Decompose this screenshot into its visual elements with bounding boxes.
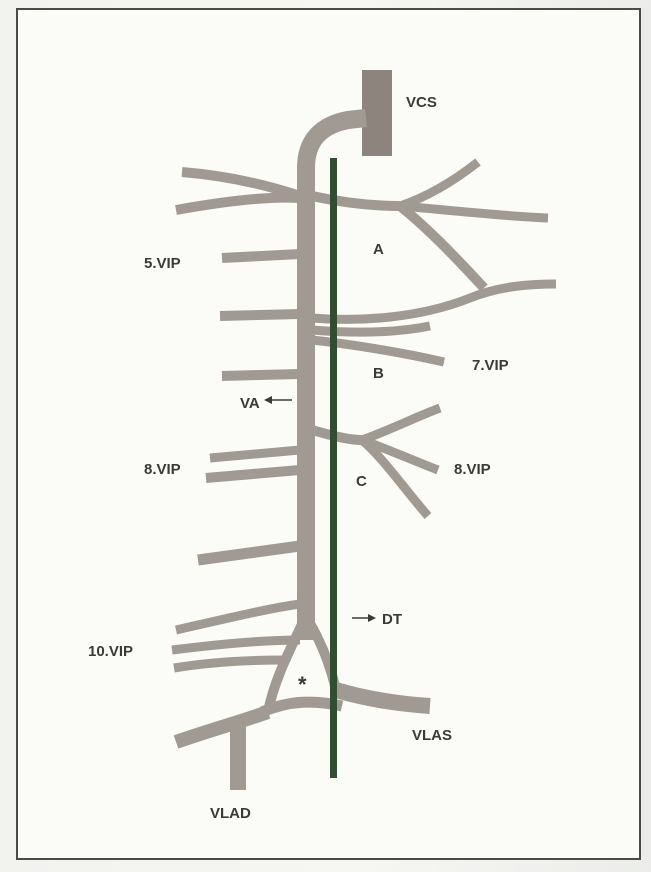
left-intercostal-vein-5 — [222, 254, 300, 258]
vcs-vessel — [362, 70, 392, 156]
thoracic-duct — [330, 158, 337, 778]
trunk-b-upper-vessel — [312, 284, 556, 319]
accessory-hemiazygos-trunk-a — [312, 196, 400, 206]
trunk-b-middle-vessel — [312, 326, 430, 332]
label-vcs: VCS — [406, 94, 437, 111]
ascending-lumbar-vein-left — [176, 712, 268, 742]
label-a: A — [373, 241, 384, 258]
label-dt: DT — [382, 611, 402, 628]
left-intercostal-vein-10a — [176, 604, 300, 630]
trunk-a-upper-branch — [400, 162, 478, 206]
label-5-vip: 5.VIP — [144, 255, 181, 272]
label-vlad: VLAD — [210, 805, 251, 822]
vlas-vessel — [336, 690, 430, 706]
label-confluence-star: * — [298, 672, 307, 697]
left-intercostal-vein-6 — [220, 314, 300, 316]
left-intercostal-vein-2 — [176, 198, 300, 210]
left-intercostal-vein-8a — [210, 450, 300, 458]
label-8-vip-right: 8.VIP — [454, 461, 491, 478]
trunk-c-upper-branch — [362, 408, 440, 440]
label-va: VA — [240, 395, 260, 412]
left-intercostal-vein-8b — [206, 470, 300, 478]
left-intercostal-vein-10b — [172, 640, 300, 650]
dt-arrowhead — [368, 614, 376, 622]
va-arrowhead — [264, 396, 272, 404]
left-intercostal-vein-7 — [222, 374, 300, 376]
label-10-vip: 10.VIP — [88, 643, 133, 660]
label-vlas: VLAS — [412, 727, 452, 744]
trunk-a-middle-branch — [400, 206, 548, 218]
label-8-vip-left: 8.VIP — [144, 461, 181, 478]
left-intercostal-vein-9 — [198, 546, 300, 560]
left-intercostal-vein-1 — [182, 172, 300, 196]
label-c: C — [356, 473, 367, 490]
left-intercostal-vein-10c — [174, 660, 284, 668]
label-7-vip: 7.VIP — [472, 357, 509, 374]
trunk-a-lower-branch — [400, 206, 484, 288]
label-b: B — [373, 365, 384, 382]
